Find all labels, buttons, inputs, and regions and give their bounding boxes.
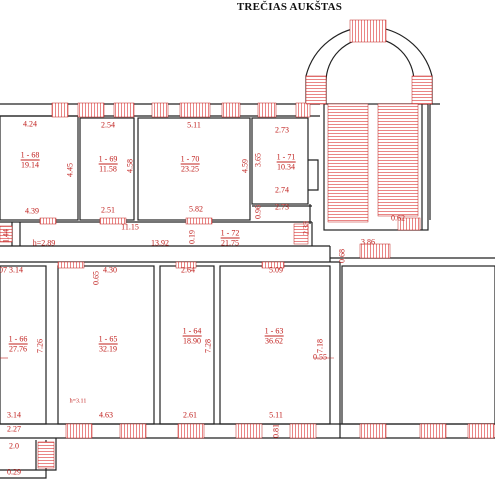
room-number: 1 - 66 [8, 334, 28, 344]
dim-label: 3.86 [361, 237, 375, 247]
dim-label: 2.27 [7, 424, 21, 434]
room-label-1-69: 1 - 69 11.58 [98, 154, 118, 174]
room-label-1-65: 1 - 65 32.19 [98, 334, 118, 354]
dim-label: 2.0 [9, 441, 19, 451]
room-71-outline [251, 117, 309, 205]
dim-label: 2.51 [101, 205, 115, 215]
room-number: 1 - 64 [182, 326, 202, 336]
dim-label: 0.68 [337, 249, 347, 263]
room-area: 27.76 [8, 343, 28, 354]
room-label-1-66: 1 - 66 27.76 [8, 334, 28, 354]
room-area: 23.25 [180, 163, 200, 174]
room-label-1-63: 1 - 63 36.62 [264, 326, 284, 346]
dim-label: 7.28 [203, 339, 213, 353]
dim-label: 2.64 [181, 265, 195, 275]
room-number: 1 - 71 [276, 152, 296, 162]
room-number: 1 - 72 [220, 228, 240, 238]
dim-label: 7.26 [35, 339, 45, 353]
room-68-outline [0, 115, 79, 221]
dim-label: 0.62 [391, 213, 405, 223]
dim-label: 2.74 [275, 185, 289, 195]
dim-label: 2.73 [275, 125, 289, 135]
room-label-1-68: 1 - 68 19.14 [20, 150, 40, 170]
dim-label: 07 [0, 265, 7, 275]
dim-label: 0.29 [7, 467, 21, 477]
dim-label: 11.15 [121, 222, 139, 232]
dim-label: 3.14 [7, 410, 21, 420]
dim-label: 0.19 [187, 230, 197, 244]
dim-label: 5.11 [269, 410, 283, 420]
dim-label: 5.11 [187, 120, 201, 130]
room-number: 1 - 69 [98, 154, 118, 164]
room-area: 18.90 [182, 335, 202, 346]
dim-label: 1.44 [1, 229, 11, 243]
dim-label: 3.65 [253, 153, 263, 167]
dim-label: 4.45 [65, 163, 75, 177]
dim-label: 4.39 [25, 206, 39, 216]
dim-label: 5.09 [269, 265, 283, 275]
room-area: 32.19 [98, 343, 118, 354]
room-number: 1 - 68 [20, 150, 40, 160]
room-area: 10.34 [276, 161, 296, 172]
dim-label: h=3.11 [69, 398, 87, 405]
right-large-space [341, 265, 495, 425]
stair-tower-inner [325, 37, 415, 104]
dim-label: 4.58 [125, 159, 135, 173]
room-area: 19.14 [20, 159, 40, 170]
dim-label: 0.96 [253, 205, 263, 219]
floor-title: TREČIAS AUKŠTAS [236, 1, 343, 13]
dim-label: 4.63 [99, 410, 113, 420]
dim-label: 4.24 [23, 119, 37, 129]
room-label-1-71: 1 - 71 10.34 [276, 152, 296, 172]
dim-label: h=2.89 [32, 238, 56, 248]
dim-label: 7.18 [315, 339, 325, 353]
room-number: 1 - 63 [264, 326, 284, 336]
dim-label: 2.33 [301, 221, 311, 235]
room-number: 1 - 65 [98, 334, 118, 344]
room-area: 11.58 [98, 163, 118, 174]
dim-label: 4.30 [103, 265, 117, 275]
dim-label: 0.65 [91, 271, 101, 285]
room-label-1-64: 1 - 64 18.90 [182, 326, 202, 346]
room-area: 36.62 [264, 335, 284, 346]
stairwell-outline [323, 103, 429, 231]
dim-label: 13.92 [151, 238, 169, 248]
dim-label: 2.54 [101, 120, 115, 130]
dim-label: 0.55 [313, 352, 327, 362]
dim-label: 4.59 [240, 159, 250, 173]
dim-label: 2.61 [183, 410, 197, 420]
room-area: 21.75 [220, 237, 240, 248]
dim-label: 3.14 [9, 265, 23, 275]
room-label-1-72: 1 - 72 21.75 [220, 228, 240, 248]
dim-label: 5.82 [189, 204, 203, 214]
room-label-1-70: 1 - 70 23.25 [180, 154, 200, 174]
dim-label: 2.73 [275, 202, 289, 212]
room-number: 1 - 70 [180, 154, 200, 164]
dim-label: 0.81 [271, 424, 281, 438]
